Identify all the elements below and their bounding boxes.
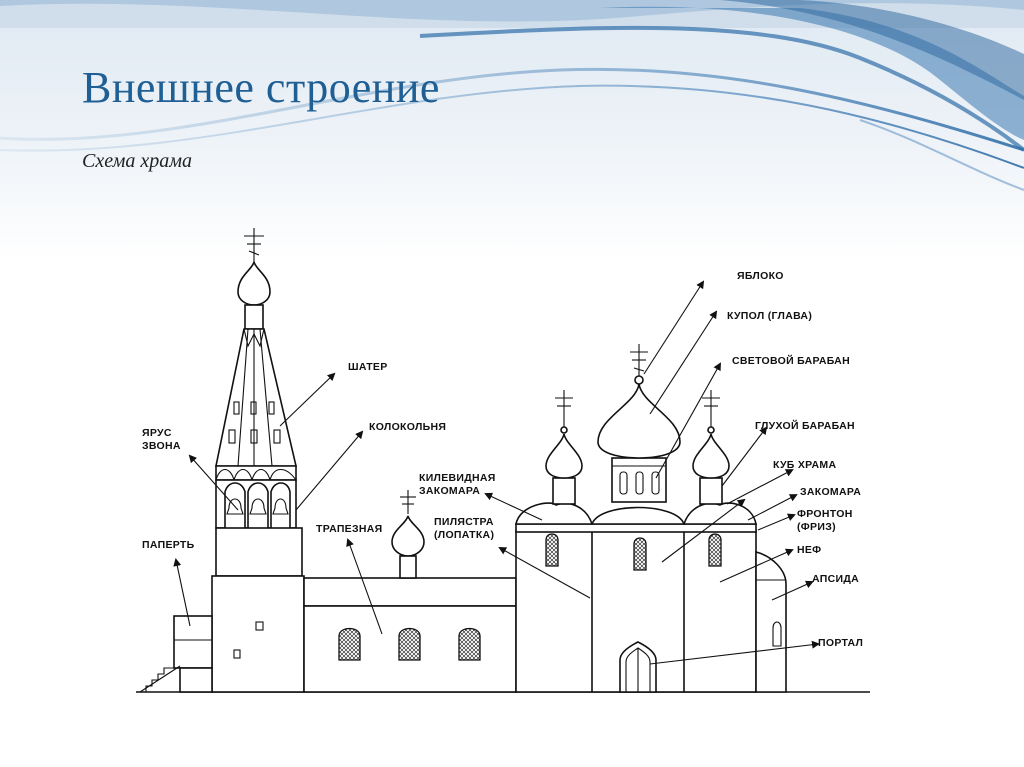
label-fronton: ФРОНТОН xyxy=(797,508,853,520)
main-church xyxy=(515,344,787,693)
label-yabloko: ЯБЛОКО xyxy=(737,270,784,282)
label-pilyastra: ПИЛЯСТРА xyxy=(434,516,494,528)
label-kupol: КУПОЛ (ГЛАВА) xyxy=(727,310,812,322)
label-kilevidnaya: КИЛЕВИДНАЯ xyxy=(419,472,496,484)
label-lopatka: (ЛОПАТКА) xyxy=(434,529,494,541)
label-kilevidnaya-zakomara: ЗАКОМАРА xyxy=(419,485,480,497)
label-zakomara: ЗАКОМАРА xyxy=(800,486,861,498)
label-svetovoy-baraban: СВЕТОВОЙ БАРАБАН xyxy=(732,354,850,367)
page-title: Внешнее строение xyxy=(82,63,440,112)
label-kub-khrama: КУБ ХРАМА xyxy=(773,459,836,471)
label-glukhoy-baraban: ГЛУХОЙ БАРАБАН xyxy=(755,419,855,432)
labels: ЯБЛОКО КУПОЛ (ГЛАВА) СВЕТОВОЙ БАРАБАН ГЛ… xyxy=(142,270,863,649)
label-yarus: ЯРУС xyxy=(142,427,172,439)
page-subtitle: Схема храма xyxy=(82,150,192,172)
porch xyxy=(139,615,213,693)
label-friz: (ФРИЗ) xyxy=(797,521,836,533)
label-apsida: АПСИДА xyxy=(812,573,859,585)
refectory xyxy=(303,490,517,693)
label-nef: НЕФ xyxy=(797,544,821,556)
leader-arrows xyxy=(173,280,820,665)
label-trapeznaya: ТРАПЕЗНАЯ xyxy=(316,523,382,535)
bell-tower xyxy=(211,228,305,693)
label-portal: ПОРТАЛ xyxy=(818,637,863,649)
label-shater: ШАТЕР xyxy=(348,361,388,373)
label-kolokolnya: КОЛОКОЛЬНЯ xyxy=(369,421,446,433)
label-paperty: ПАПЕРТЬ xyxy=(142,539,195,551)
label-zvona: ЗВОНА xyxy=(142,440,181,452)
